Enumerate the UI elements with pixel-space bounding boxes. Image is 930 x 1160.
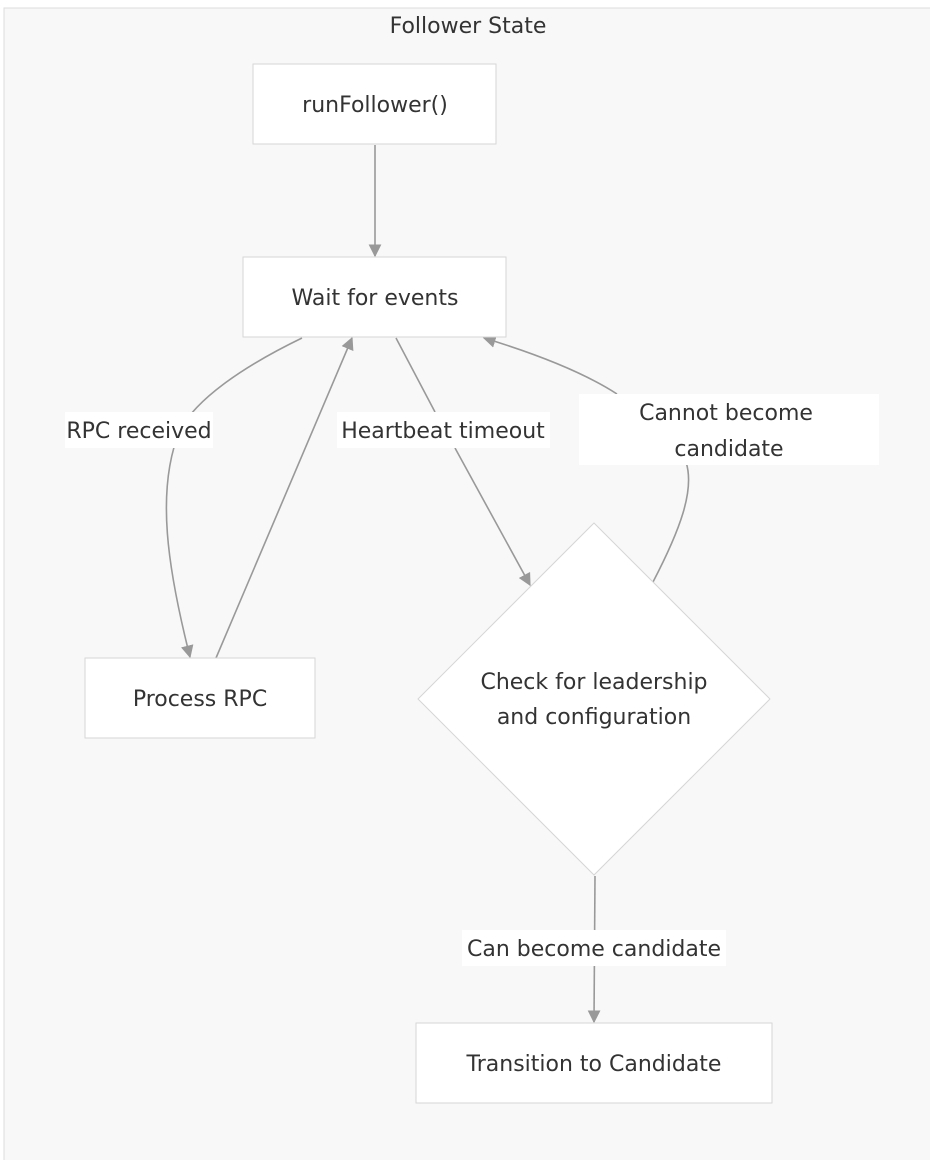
edge-label-bg-rpc-received [65,412,213,448]
edge-label-heartbeat-timeout: Heartbeat timeout [341,419,545,444]
edge-label-rpc-received: RPC received [66,419,211,444]
edge-label-cannot-become-2: candidate [674,437,783,462]
node-check-leadership-label-1: Check for leadership [480,670,707,695]
node-process-rpc [84,657,316,739]
node-run-follower [252,63,497,145]
node-check-leadership [417,522,771,876]
edge-label-cannot-become-1: Cannot become [639,401,813,426]
node-wait-events [242,256,507,338]
cluster-frame [3,7,930,1160]
node-transition-candidate-label: Transition to Candidate [466,1052,722,1077]
edge-label-bg-cannot-become [579,394,879,465]
edge-check-to-wait [484,338,690,583]
cluster-title: Follower State [390,14,547,39]
node-run-follower-label: runFollower() [302,93,448,118]
node-wait-events-label: Wait for events [292,286,459,311]
node-check-leadership-label-2: and configuration [497,705,691,730]
edge-label-bg-can-become [462,930,726,966]
edge-process-to-wait [215,336,354,659]
node-transition-candidate [415,1022,773,1104]
edge-wait-to-check [395,337,530,585]
edge-label-can-become-candidate: Can become candidate [467,937,721,962]
node-process-rpc-label: Process RPC [133,687,267,712]
edge-label-bg-heartbeat [337,412,550,448]
